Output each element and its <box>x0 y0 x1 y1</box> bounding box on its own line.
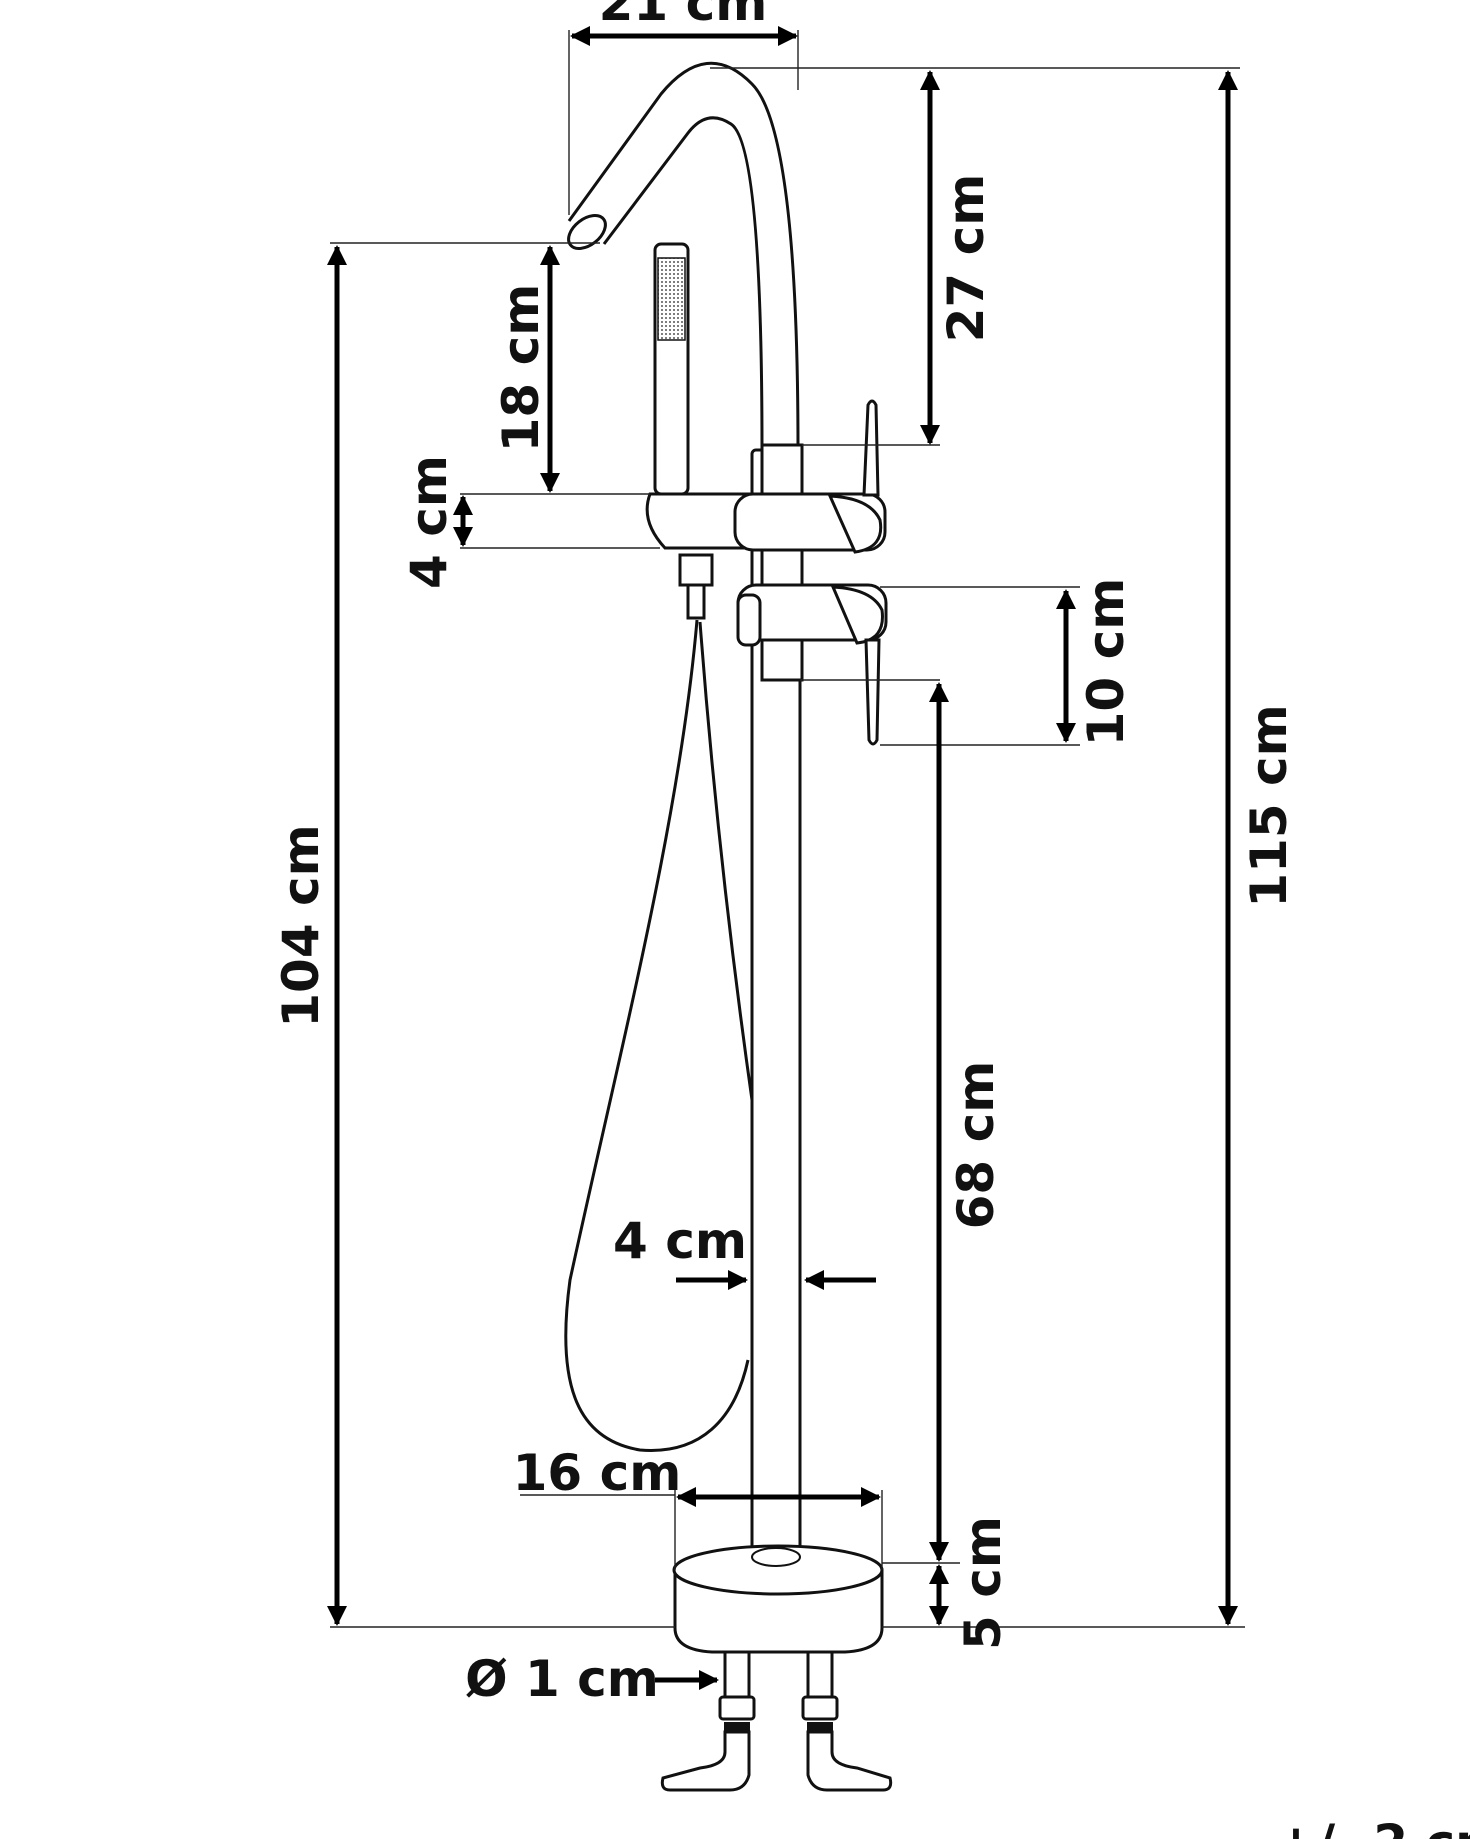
faucet-base <box>672 1544 884 1654</box>
label-handle-spacing: 10 cm <box>1077 578 1135 747</box>
label-column-diameter: 4 cm <box>613 1212 747 1270</box>
extension-lines <box>330 30 1245 1628</box>
supply-pipes <box>660 1650 893 1792</box>
label-column-height: 68 cm <box>947 1061 1005 1230</box>
label-shower-holder: 18 cm <box>492 284 550 453</box>
faucet-drawing <box>564 61 893 1792</box>
label-pipe-diameter: Ø 1 cm <box>465 1650 659 1708</box>
label-spout-drop: 27 cm <box>937 174 995 343</box>
column-collar <box>760 443 804 682</box>
spout-gooseneck-inner <box>602 116 764 451</box>
label-outlet-height: 104 cm <box>272 824 330 1028</box>
hose-connector <box>678 553 714 587</box>
label-tolerance: +/- 2 cm <box>1275 1814 1470 1839</box>
lever-handle-icon <box>733 399 887 554</box>
label-base-diameter: 16 cm <box>513 1444 682 1502</box>
lever-handle-lower <box>736 583 888 746</box>
label-total-height: 115 cm <box>1240 704 1298 908</box>
dimension-arrows <box>327 26 1238 1690</box>
shower-hose <box>564 619 750 1452</box>
label-base-height: 5 cm <box>954 1516 1012 1650</box>
dimension-labels: 21 cm 27 cm 18 cm 4 cm 10 cm 115 cm 104 … <box>272 0 1470 1839</box>
label-spout-reach: 21 cm <box>599 0 768 32</box>
label-holder-body: 4 cm <box>400 455 458 589</box>
spout-gooseneck <box>567 61 800 451</box>
hose-connector-nut <box>686 583 706 620</box>
shower-head-icon <box>653 242 690 496</box>
spout-outlet <box>567 214 607 250</box>
shower-hose-inner <box>698 621 754 1101</box>
